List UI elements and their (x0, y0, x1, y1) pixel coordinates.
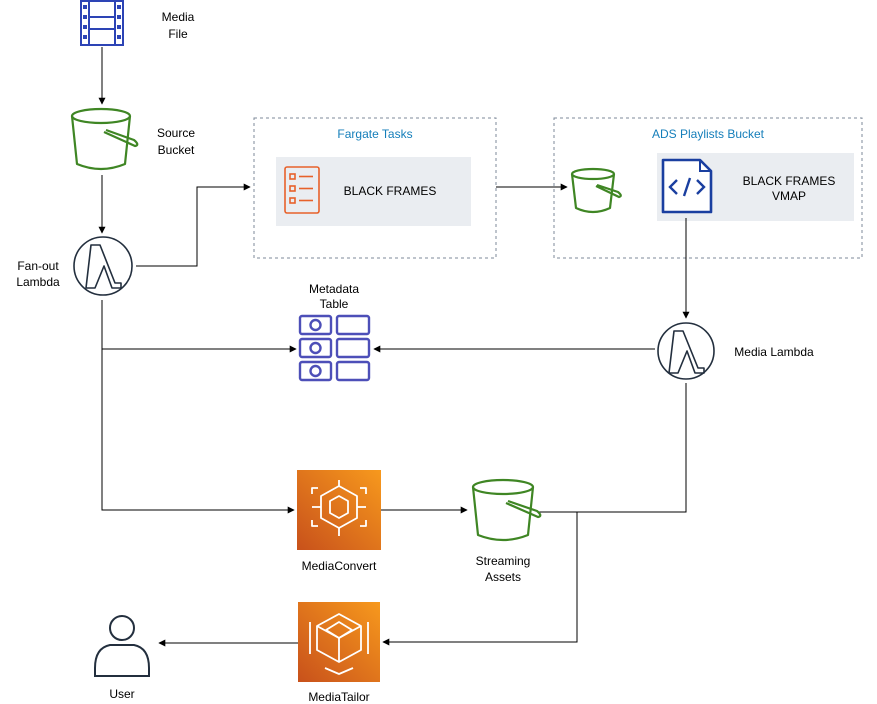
task-label: BLACK FRAMES (344, 184, 437, 198)
lambda-icon (73, 236, 133, 296)
streaming-assets: Streaming Assets (471, 478, 542, 584)
arrow-fanout-to-table (101, 300, 297, 353)
mediatailor: MediaTailor (298, 602, 380, 704)
vmap-label-line1: BLACK FRAMES (743, 174, 836, 188)
ads-bucket-icon (570, 167, 622, 214)
mediaconvert-label: MediaConvert (302, 559, 377, 573)
media-lambda: Media Lambda (657, 322, 814, 380)
media-file-label-line1: Media (162, 10, 195, 24)
vmap-label-line2: VMAP (772, 189, 806, 203)
source-bucket-label-line2: Bucket (158, 143, 195, 157)
user: User (94, 615, 150, 701)
dynamodb-table-icon (298, 314, 371, 382)
metadata-table-label-line2: Table (320, 297, 349, 311)
fargate-group-title: Fargate Tasks (337, 127, 412, 141)
film-icon (80, 0, 124, 46)
fanout-lambda-label-line2: Lambda (16, 275, 60, 289)
user-icon (94, 615, 150, 677)
streaming-assets-label-line1: Streaming (476, 554, 531, 568)
source-bucket-label-line1: Source (157, 126, 195, 140)
s3-bucket-icon (70, 107, 139, 171)
code-file-icon (661, 158, 713, 214)
arrow-streaming-to-mediatailor (382, 512, 578, 646)
task-list-icon (284, 166, 320, 214)
mediatailor-label: MediaTailor (308, 690, 369, 704)
metadata-table-label-line1: Metadata (309, 282, 359, 296)
lambda-icon (657, 322, 715, 380)
streaming-assets-label-line2: Assets (485, 570, 521, 584)
mediaconvert: MediaConvert (297, 470, 381, 573)
fanout-lambda-label-line1: Fan-out (17, 259, 59, 273)
fargate-tasks-group: Fargate Tasks (253, 117, 497, 259)
black-frames-vmap: BLACK FRAMES VMAP (657, 153, 854, 221)
mediaconvert-icon (297, 470, 381, 550)
ads-group-border (553, 117, 863, 259)
media-file-label-line2: File (168, 27, 188, 41)
media-lambda-label: Media Lambda (734, 345, 814, 359)
task-box (276, 157, 471, 226)
fargate-group-border (253, 117, 497, 259)
fanout-lambda: Fan-out Lambda (16, 236, 133, 296)
media-file: Media File (80, 0, 195, 46)
ads-group-title: ADS Playlists Bucket (652, 127, 765, 141)
connectors (98, 47, 690, 647)
black-frames-task: BLACK FRAMES (276, 157, 471, 226)
arrow-fanout-to-mediaconvert (101, 349, 295, 514)
arrow-fanout-to-fargate (136, 183, 251, 267)
mediatailor-icon (298, 602, 380, 682)
ads-playlists-group: ADS Playlists Bucket (553, 117, 863, 259)
line-media-lambda-to-streaming (538, 383, 687, 513)
source-bucket: Source Bucket (70, 107, 195, 171)
s3-bucket-icon (471, 478, 542, 542)
user-label: User (109, 687, 134, 701)
metadata-table: Metadata Table (298, 282, 371, 382)
